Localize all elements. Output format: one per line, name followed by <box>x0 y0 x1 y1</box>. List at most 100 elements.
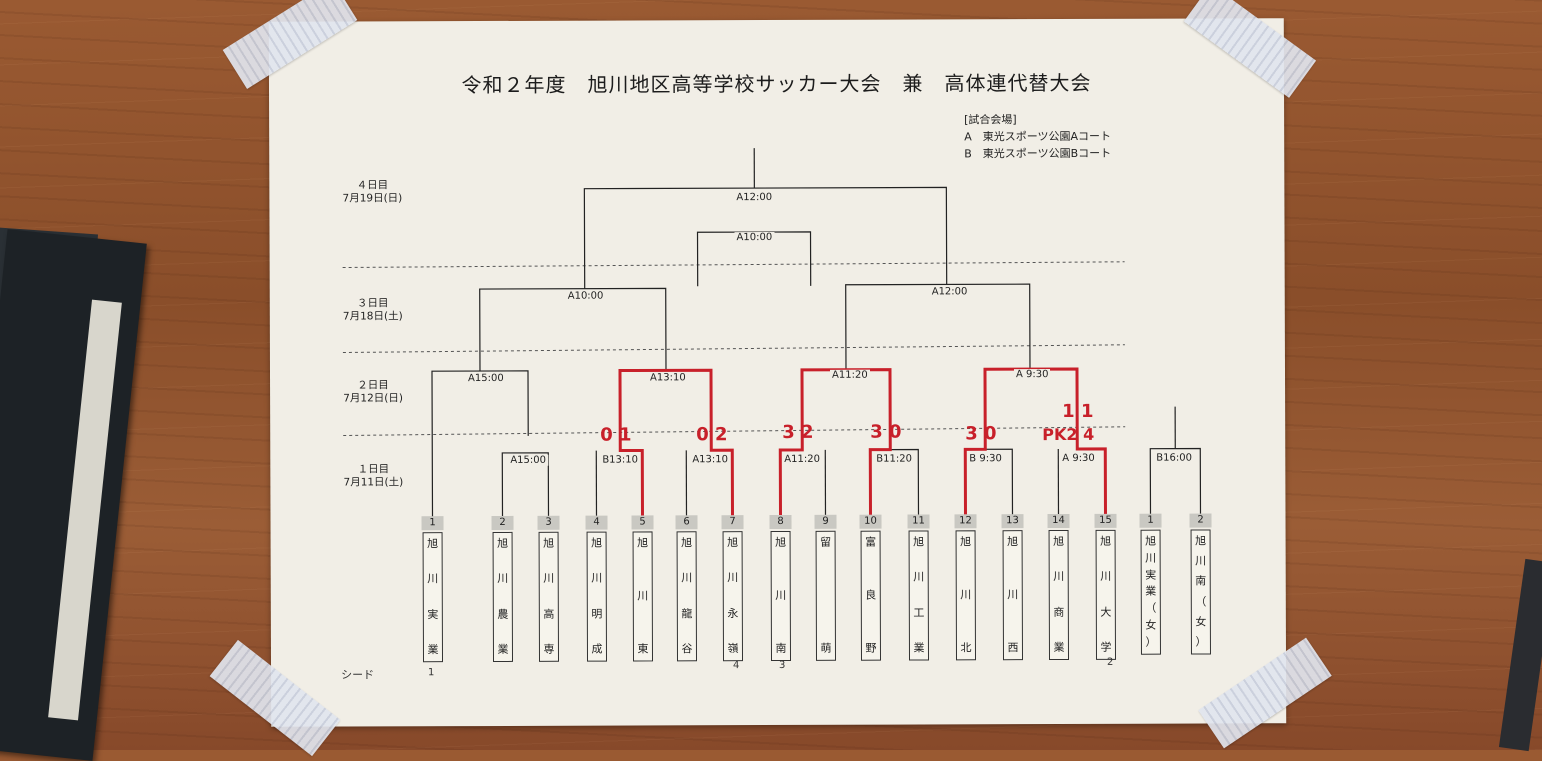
team-number: 11 <box>907 514 929 528</box>
team-name-char: 川 <box>960 589 971 601</box>
bracket-sheet: 令和２年度 旭川地区高等学校サッカー大会 兼 高体連代替大会 [試合会場] A … <box>269 18 1286 727</box>
team-number: 5 <box>631 515 653 529</box>
team-name-char: 旭 <box>681 537 692 549</box>
slot-r3b: A12:00 <box>930 286 970 297</box>
team-name-char: 川 <box>637 590 648 602</box>
team-name-box: 旭川西 <box>1003 530 1023 660</box>
team-name-char: 北 <box>960 642 971 654</box>
score-14-15: PK2 4 <box>1042 425 1094 444</box>
score-12-13: 3 0 <box>965 423 996 444</box>
team-name-char: （ <box>1145 603 1156 615</box>
team-number: 14 <box>1047 514 1069 528</box>
team-name-char: 川 <box>1053 571 1064 583</box>
team-name-char: 専 <box>543 644 554 656</box>
team-number: 1 <box>1139 514 1161 528</box>
team-name-char: 明 <box>591 608 602 620</box>
team-name-char: 川 <box>1007 589 1018 601</box>
team-name-char: 南 <box>775 643 786 655</box>
team-name-box: 旭川工業 <box>909 530 929 660</box>
divider-day3 <box>343 345 1125 353</box>
team-name-char: ） <box>1145 637 1156 649</box>
team-name-char: 業 <box>427 644 438 656</box>
team-name-char: 留 <box>820 537 831 549</box>
team-number: 1 <box>421 516 443 530</box>
team-name-char: 旭 <box>960 536 971 548</box>
score-14-15-top: 1 1 <box>1062 401 1093 422</box>
seed-label: シード <box>341 666 374 682</box>
team-name-box: 旭川東 <box>633 531 653 661</box>
team-name-char: 嶺 <box>727 643 738 655</box>
score-8-9: 3 2 <box>782 422 813 443</box>
team-name-char: 川 <box>1145 553 1156 565</box>
team-number: 15 <box>1094 514 1116 528</box>
team-name-char: 川 <box>427 574 438 586</box>
team-name-char: 西 <box>1007 642 1018 654</box>
team-name-char: 川 <box>681 573 692 585</box>
team-name-box: 旭川農業 <box>493 532 513 662</box>
team-name-box: 旭川龍谷 <box>677 531 697 661</box>
slot-r1e: B11:20 <box>874 454 914 465</box>
team-name-char: 川 <box>727 572 738 584</box>
team-name-char: 業 <box>1145 586 1156 598</box>
team-name-char: 旭 <box>775 537 786 549</box>
team-name-char: 川 <box>497 573 508 585</box>
team-name-char: 業 <box>1053 642 1064 654</box>
team-number: 9 <box>814 515 836 529</box>
team-name-char: 女 <box>1195 616 1206 628</box>
team-name-char: 旭 <box>497 538 508 550</box>
team-name-char: 旭 <box>1053 536 1064 548</box>
team-name-box: 旭川永嶺 <box>723 531 743 661</box>
team-name-char: 野 <box>865 643 876 655</box>
score-4-5: 0 1 <box>600 425 631 446</box>
score-10-11: 3 0 <box>870 422 901 443</box>
team-number: 6 <box>675 515 697 529</box>
team-name-char: 実 <box>427 609 438 621</box>
slot-r2c: A11:20 <box>830 370 870 381</box>
team-name-char: 谷 <box>681 643 692 655</box>
team-name-char: （ <box>1195 596 1206 608</box>
slot-r1g: A 9:30 <box>1060 453 1097 464</box>
seed-mark-3: 3 <box>779 660 785 671</box>
team-name-char: 旭 <box>913 536 924 548</box>
team-number: 8 <box>769 515 791 529</box>
slot-third: A10:00 <box>735 232 775 243</box>
team-name-char: 成 <box>591 644 602 656</box>
line-r2a <box>432 371 529 518</box>
team-name-char: 女 <box>1145 620 1156 632</box>
team-name-box: 旭川明成 <box>587 532 607 662</box>
slot-r1d: A11:20 <box>782 454 822 465</box>
seed-mark-2: 2 <box>1107 657 1113 668</box>
team-name-char: 川 <box>1195 556 1206 568</box>
team-name-char: 学 <box>1100 642 1111 654</box>
team-number: 13 <box>1001 514 1023 528</box>
team-name-char: 萌 <box>820 643 831 655</box>
team-name-box: 留萌 <box>816 531 836 661</box>
score-6-7: 0 2 <box>696 424 727 445</box>
team-name-char: 業 <box>913 642 924 654</box>
team-name-char: 旭 <box>1100 536 1111 548</box>
slot-r1b: B13:10 <box>600 454 640 465</box>
slot-r1f: B 9:30 <box>967 453 1004 464</box>
team-name-box: 旭川北 <box>956 530 976 660</box>
divider-day2 <box>343 427 1125 436</box>
team-name-char: ） <box>1195 636 1206 648</box>
team-name-char: 南 <box>1195 576 1206 588</box>
team-name-box: 旭川商業 <box>1049 530 1069 660</box>
team-name-char: 川 <box>913 572 924 584</box>
team-name-box: 旭川実業（女） <box>1141 530 1161 655</box>
team-name-char: 農 <box>497 609 508 621</box>
team-number: 10 <box>859 515 881 529</box>
team-number: 3 <box>537 516 559 530</box>
team-name-char: 旭 <box>1145 536 1156 548</box>
team-name-char: 川 <box>543 573 554 585</box>
slot-r2d: A 9:30 <box>1014 369 1051 380</box>
team-name-char: 業 <box>497 644 508 656</box>
team-name-char: 商 <box>1053 607 1064 619</box>
slot-final: A12:00 <box>734 192 774 203</box>
team-number: 2 <box>491 516 513 530</box>
team-name-char: 大 <box>1100 606 1111 618</box>
divider-day4 <box>343 262 1125 268</box>
team-name-char: 川 <box>775 590 786 602</box>
team-name-char: 川 <box>591 573 602 585</box>
team-name-char: 富 <box>865 537 876 549</box>
